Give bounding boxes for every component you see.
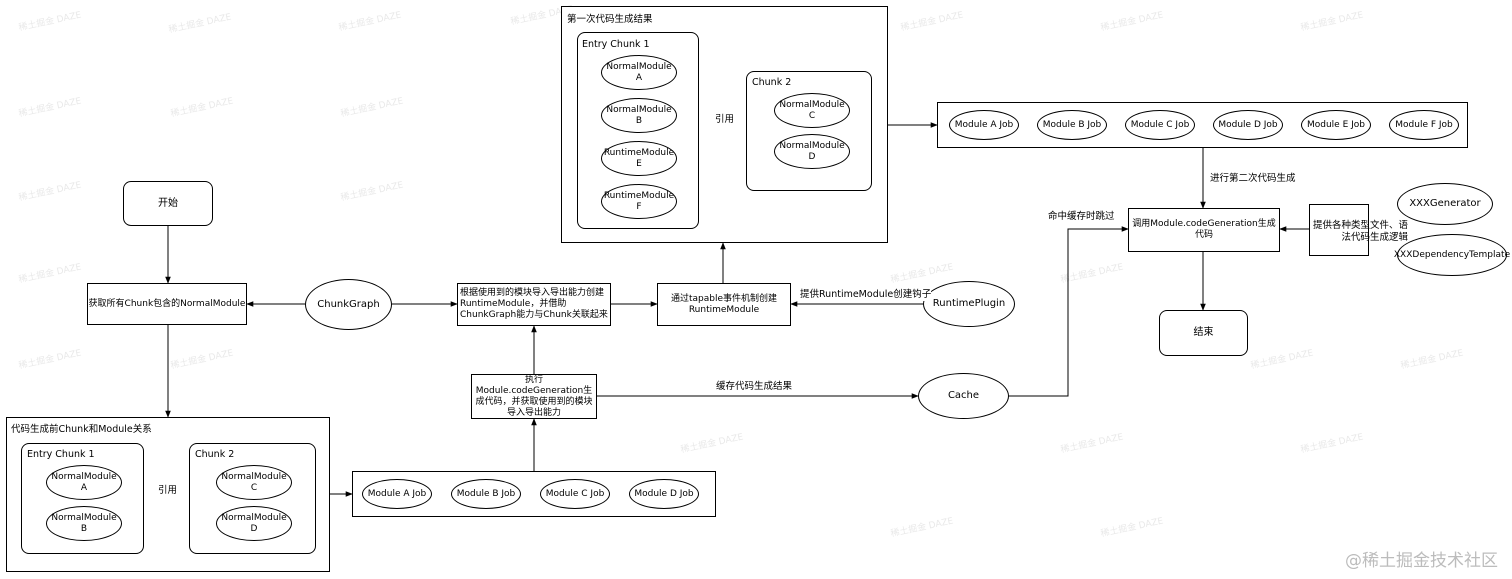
job-label: Module B Job: [456, 488, 516, 499]
chunk-graph-node: ChunkGraph: [305, 279, 392, 330]
end-label: 结束: [1193, 327, 1214, 338]
cache-label: Cache: [947, 390, 980, 401]
top-job: Module C Job: [1125, 110, 1195, 140]
before-entry-chunk-title: Entry Chunk 1: [27, 449, 95, 460]
bottom-job: Module B Job: [451, 479, 521, 509]
xxx-generator-label: XXXGenerator: [1409, 198, 1481, 209]
top-job: Module A Job: [949, 110, 1019, 140]
start-node: 开始: [123, 181, 213, 226]
before-ref-label: 引用: [158, 485, 178, 497]
tapable-create-label: 通过tapable事件机制创建RuntimeModule: [670, 293, 778, 315]
top-jobs-container: [937, 102, 1468, 148]
brand-watermark-text: 稀土掘金技术社区: [1362, 551, 1498, 571]
before-entry-module: NormalModule A: [46, 465, 122, 500]
xxx-dependency-template-label: XXXDependencyTemplate: [1393, 249, 1511, 260]
job-label: Module C Job: [1130, 119, 1190, 130]
arrow-cache-to-call-codegen: [1009, 226, 1129, 397]
module-label: RuntimeModule F: [603, 190, 675, 212]
xxx-generator-node: XXXGenerator: [1397, 183, 1493, 225]
generators-provider-box: [1309, 204, 1369, 256]
cache-edge-label: 缓存代码生成结果: [716, 381, 793, 393]
start-label: 开始: [158, 197, 178, 209]
get-normal-modules-node: 获取所有Chunk包含的NormalModule: [87, 283, 247, 325]
first-ref-label: 引用: [715, 114, 735, 126]
runtime-plugin-label: RuntimePlugin: [932, 298, 1006, 309]
module-label: NormalModule A: [606, 61, 672, 83]
module-label: NormalModule C: [221, 471, 287, 493]
first-chunk2: [746, 71, 872, 191]
second-gen-edge-label: 进行第二次代码生成: [1210, 173, 1296, 185]
first-chunk2-module: NormalModule C: [774, 93, 850, 128]
top-job: Module B Job: [1037, 110, 1107, 140]
first-result-title: 第一次代码生成结果: [567, 14, 653, 25]
job-label: Module A Job: [367, 488, 427, 499]
bottom-job: Module A Job: [362, 479, 432, 509]
exec-codegen-node: 执行Module.codeGeneration生成代码，并获取使用到的模块导入导…: [471, 374, 597, 419]
first-chunk2-module: NormalModule D: [774, 134, 850, 169]
create-runtime-module-node: 根据使用到的模块导入导出能力创建RuntimeModule，并借助ChunkGr…: [457, 283, 611, 326]
before-chunk2-module: NormalModule C: [216, 465, 292, 500]
cache-node: Cache: [918, 373, 1009, 419]
first-entry-module: RuntimeModule E: [601, 141, 677, 176]
module-label: RuntimeModule E: [603, 147, 675, 169]
exec-codegen-label: 执行Module.codeGeneration生成代码，并获取使用到的模块导入导…: [475, 374, 593, 418]
top-job: Module E Job: [1301, 110, 1371, 140]
before-chunk2-module: NormalModule D: [216, 506, 292, 541]
first-entry-module: NormalModule A: [601, 55, 677, 90]
runtime-plugin-node: RuntimePlugin: [923, 281, 1015, 327]
job-label: Module B Job: [1042, 119, 1102, 130]
module-label: NormalModule D: [779, 140, 845, 162]
first-entry-module: NormalModule B: [601, 98, 677, 133]
before-chunk2-title: Chunk 2: [195, 449, 235, 460]
before-entry-module: NormalModule B: [46, 506, 122, 541]
module-label: NormalModule A: [51, 471, 117, 493]
chunk-graph-label: ChunkGraph: [317, 298, 380, 310]
module-label: NormalModule D: [221, 512, 287, 534]
xxx-dependency-template-node: XXXDependencyTemplate: [1393, 234, 1511, 276]
module-label: NormalModule B: [606, 104, 672, 126]
runtime-plugin-edge-label: 提供RuntimeModule创建钩子: [800, 289, 932, 301]
bottom-job: Module C Job: [540, 479, 610, 509]
end-node: 结束: [1159, 310, 1248, 356]
module-label: NormalModule B: [51, 512, 117, 534]
top-job: Module F Job: [1389, 110, 1459, 140]
job-label: Module D Job: [634, 488, 694, 499]
first-chunk2-title: Chunk 2: [752, 77, 792, 88]
create-runtime-module-label: 根据使用到的模块导入导出能力创建RuntimeModule，并借助ChunkGr…: [460, 288, 608, 320]
provide-edge-label: 提供各种类型文件、语法代码生成逻辑: [1312, 220, 1408, 243]
job-label: Module A Job: [954, 119, 1014, 130]
tapable-create-node: 通过tapable事件机制创建RuntimeModule: [657, 283, 791, 326]
bottom-job: Module D Job: [629, 479, 699, 509]
brand-watermark: @稀土掘金技术社区: [1345, 551, 1498, 571]
hit-cache-edge-label: 命中缓存时跳过: [1048, 211, 1115, 223]
top-job: Module D Job: [1213, 110, 1283, 140]
get-normal-modules-label: 获取所有Chunk包含的NormalModule: [88, 298, 246, 309]
before-gen-title: 代码生成前Chunk和Module关系: [11, 424, 152, 435]
job-label: Module E Job: [1306, 119, 1365, 130]
first-entry-module: RuntimeModule F: [601, 184, 677, 219]
module-label: NormalModule C: [779, 99, 845, 121]
first-entry-chunk-title: Entry Chunk 1: [582, 39, 650, 50]
call-codegen-node: 调用Module.codeGeneration生成代码: [1128, 208, 1280, 252]
job-label: Module C Job: [545, 488, 605, 499]
job-label: Module F Job: [1395, 119, 1453, 130]
call-codegen-label: 调用Module.codeGeneration生成代码: [1132, 219, 1276, 240]
job-label: Module D Job: [1218, 119, 1278, 130]
